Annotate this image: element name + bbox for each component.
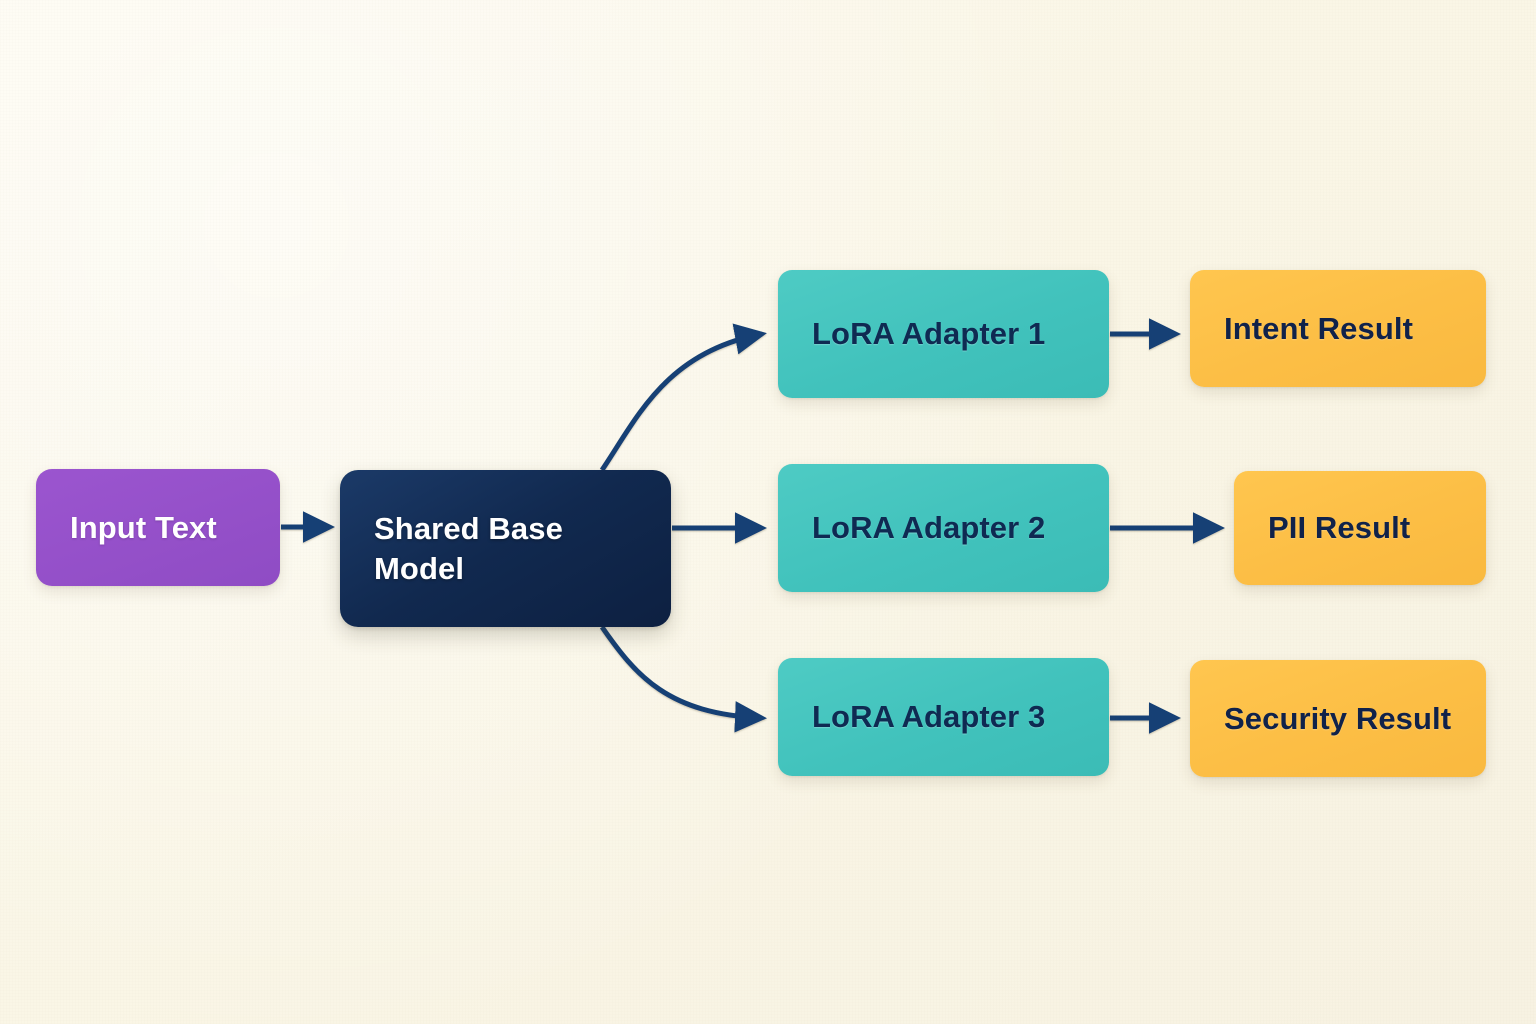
edge-base-to-adapter3: [599, 625, 767, 733]
node-lora-adapter-2[interactable]: LoRA Adapter 2: [778, 464, 1109, 592]
node-input-text[interactable]: Input Text: [36, 469, 280, 586]
node-security-result-label: Security Result: [1224, 700, 1452, 736]
node-security-result[interactable]: Security Result: [1190, 660, 1486, 777]
edge-base-to-adapter1: [599, 323, 767, 472]
node-lora-adapter-1-label: LoRA Adapter 1: [812, 316, 1046, 352]
node-pii-result[interactable]: PII Result: [1234, 471, 1486, 585]
node-lora-adapter-3[interactable]: LoRA Adapter 3: [778, 658, 1109, 776]
node-intent-result[interactable]: Intent Result: [1190, 270, 1486, 387]
node-pii-result-label: PII Result: [1268, 510, 1411, 546]
node-shared-base-model-label: Shared Base Model: [374, 510, 563, 586]
node-shared-base-model[interactable]: Shared Base Model: [340, 470, 671, 627]
node-intent-result-label: Intent Result: [1224, 310, 1414, 346]
node-lora-adapter-1[interactable]: LoRA Adapter 1: [778, 270, 1109, 398]
node-lora-adapter-2-label: LoRA Adapter 2: [812, 510, 1046, 546]
node-input-text-label: Input Text: [70, 509, 217, 545]
node-lora-adapter-3-label: LoRA Adapter 3: [812, 699, 1046, 735]
